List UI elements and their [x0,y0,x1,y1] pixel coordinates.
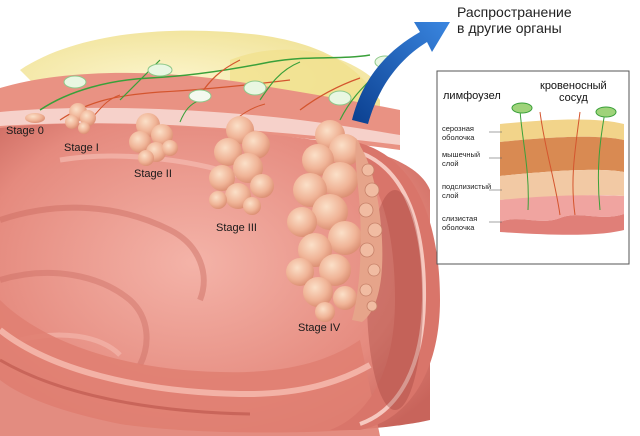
stage-0-label: Stage 0 [6,125,44,137]
layer-mucosa-line1: слизистая [442,214,477,223]
stage-4-label: Stage IV [298,322,340,334]
stage-2-label: Stage II [134,168,172,180]
layer-serosa-label: серозная оболочка [442,124,474,142]
layer-mucosa-label: слизистая оболочка [442,214,477,232]
layer-muscle-line2: слой [442,159,480,168]
inset-lymph-node-label: лимфоузел [443,90,501,102]
stage-1-label: Stage I [64,142,99,154]
layer-mucosa-line2: оболочка [442,223,477,232]
spread-title-line1: Распространение [457,4,572,20]
inset-vessel-label: кровеносный сосуд [540,80,607,104]
layer-submucosa-label: подслизистый слой [442,182,491,200]
spread-title: Распространение в другие органы [457,4,572,36]
inset-vessel-line2: сосуд [540,92,607,104]
layer-muscle-label: мышечный слой [442,150,480,168]
layer-submucosa-line1: подслизистый [442,182,491,191]
tumor-stage-0 [25,113,45,123]
layer-muscle-line1: мышечный [442,150,480,159]
layer-serosa-line2: оболочка [442,133,474,142]
inset-vessel-line1: кровеносный [540,80,607,92]
layer-submucosa-line2: слой [442,191,491,200]
spread-title-line2: в другие органы [457,20,572,36]
layer-serosa-line1: серозная [442,124,474,133]
stage-3-label: Stage III [216,222,257,234]
